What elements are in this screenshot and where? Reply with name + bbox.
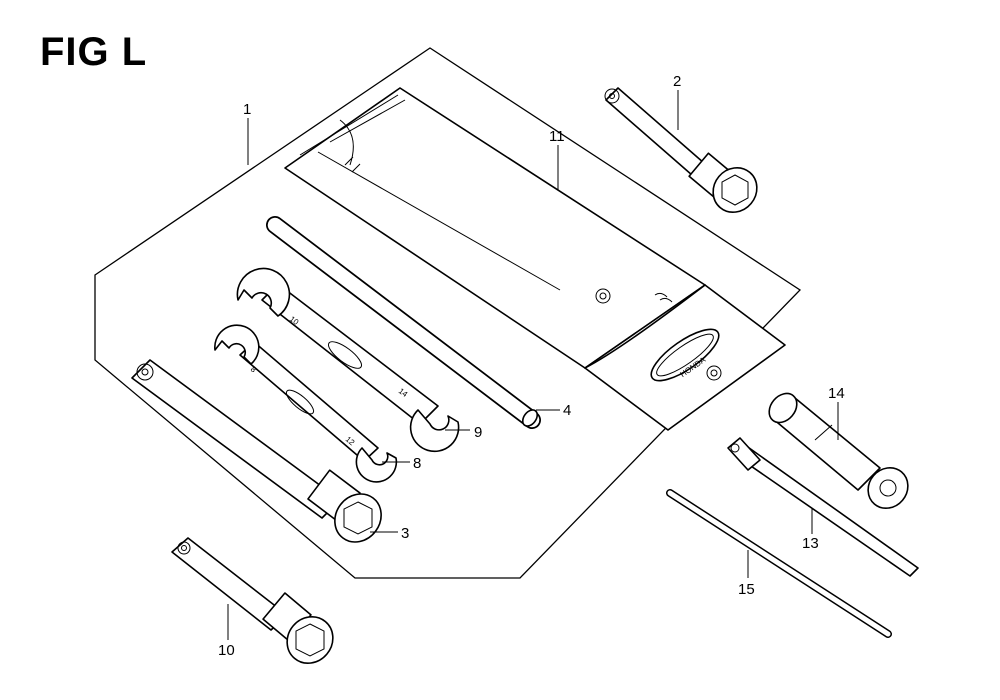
leader-lines	[227, 90, 839, 640]
screwdriver-handle-14	[768, 392, 909, 509]
socket-wrench-3	[131, 359, 382, 543]
rod-handle-4	[266, 216, 541, 429]
socket-wrench-2	[604, 87, 758, 213]
socket-wrench-10	[171, 537, 334, 664]
callout-3: 3	[401, 525, 409, 542]
tool-bag: HONDA	[284, 87, 786, 431]
callout-2: 2	[673, 73, 681, 90]
open-end-wrench-9: 10 14	[236, 267, 460, 453]
callout-13: 13	[802, 535, 819, 552]
callout-15: 15	[738, 581, 755, 598]
figure-title: FIG L	[40, 30, 148, 74]
wrench-8-size-a: 8	[249, 365, 259, 375]
screwdriver-shaft-13	[727, 437, 919, 577]
rod-15	[666, 489, 892, 638]
callout-1: 1	[243, 101, 251, 118]
callout-labels: 1 2 3 4 8 9 10 11 13 14 15	[218, 73, 845, 659]
callout-4: 4	[563, 402, 571, 419]
open-end-wrench-8: 8 12	[214, 324, 398, 483]
tool-kit-boundary	[94, 47, 802, 579]
callout-8: 8	[413, 455, 421, 472]
callout-11: 11	[549, 128, 565, 145]
callout-14: 14	[828, 385, 845, 402]
callout-9: 9	[474, 424, 482, 441]
callout-10: 10	[218, 642, 235, 659]
